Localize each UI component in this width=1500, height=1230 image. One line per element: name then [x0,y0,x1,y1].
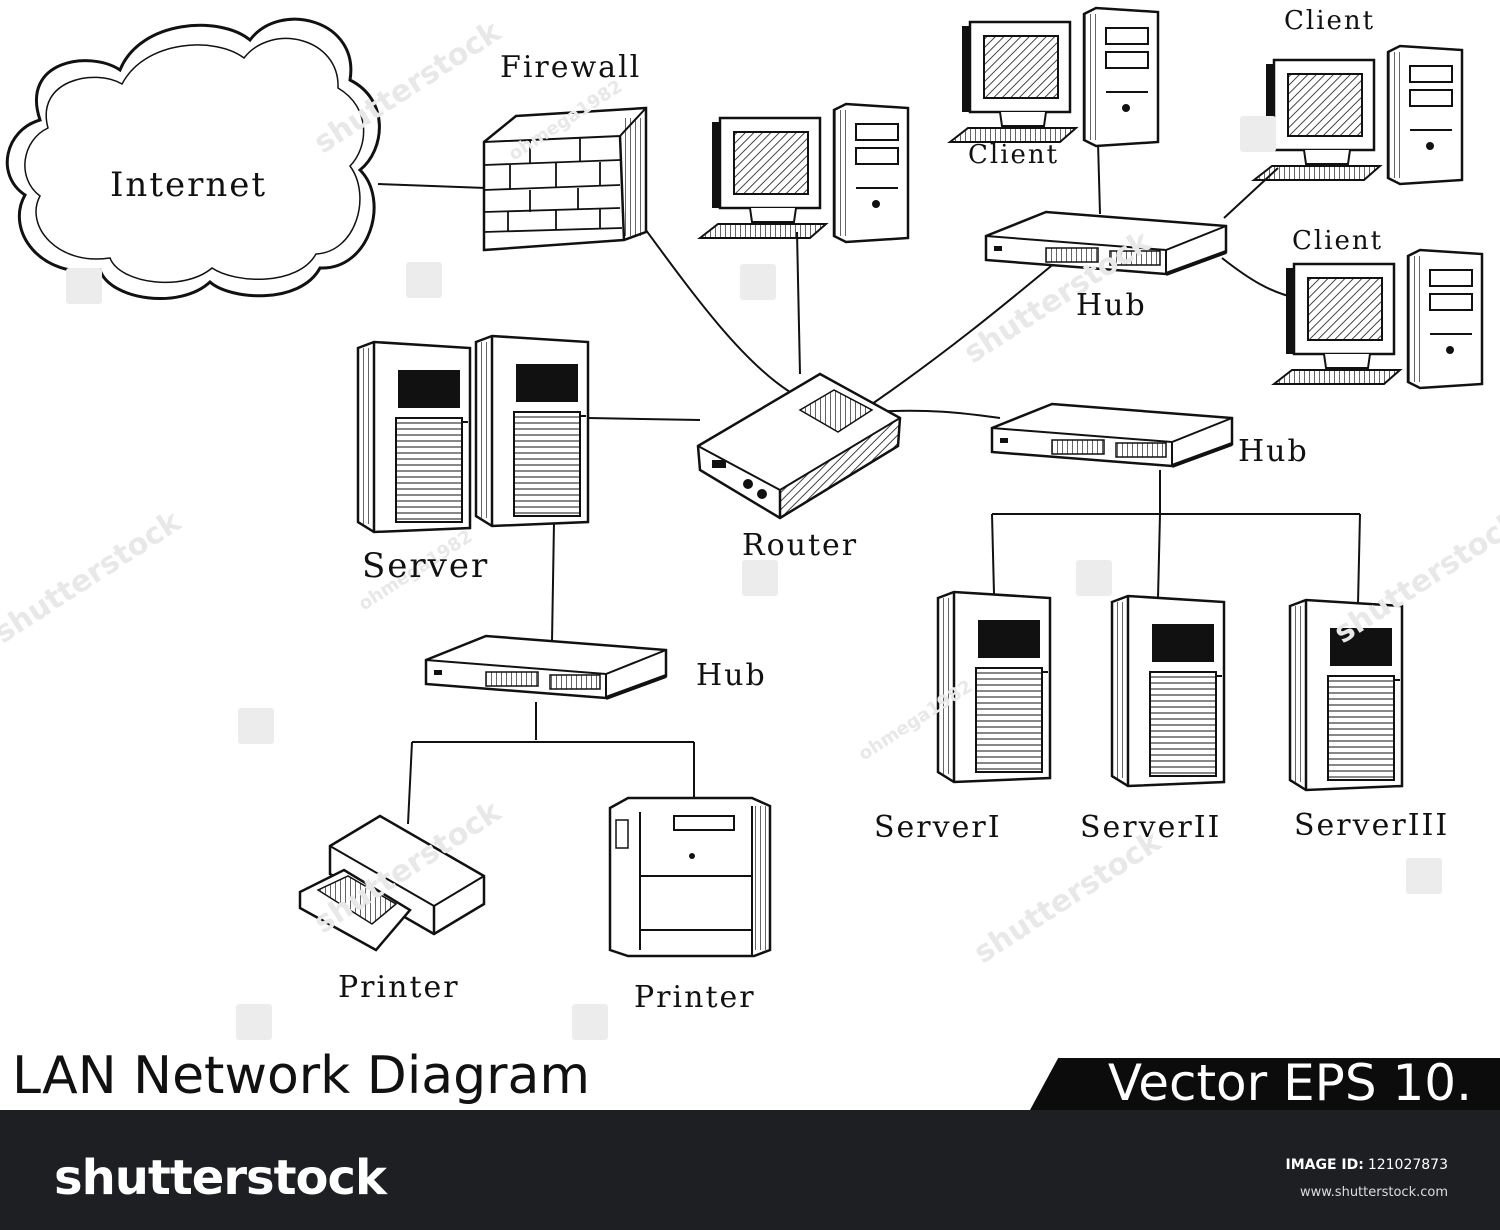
watermark-logo-icon [66,268,102,304]
server-tower-icon [1110,594,1226,788]
connection-lines [377,141,1361,825]
internet-cloud-icon [5,17,381,301]
watermark-logo-icon [1076,560,1112,596]
label-client-1: Client [968,140,1060,170]
laser-printer-icon [608,796,772,958]
diagram-canvas [5,6,1484,958]
watermark-logo-icon [1240,116,1276,152]
brand-logo: shutterstock [54,1150,387,1206]
image-id: IMAGE ID:121027873 [1285,1157,1448,1173]
router-icon [696,372,902,520]
printer-icon [298,814,486,952]
site-url: www.shutterstock.com [1299,1185,1448,1200]
client-computer-icon [948,6,1160,148]
footer-bar: shutterstock IMAGE ID:121027873 www.shut… [0,1110,1500,1230]
label-internet: Internet [110,165,268,205]
label-server: Server [362,546,490,586]
label-router: Router [742,528,859,563]
watermark-logo-icon [1406,858,1442,894]
label-hub-top: Hub [1076,288,1147,323]
label-server-1: ServerI [874,810,1002,845]
hub-icon [990,402,1234,468]
label-server-3: ServerIII [1294,808,1450,843]
diagram-title: LAN Network Diagram [12,1046,591,1106]
watermark-logo-icon [238,708,274,744]
label-printer-1: Printer [338,970,460,1005]
label-printer-2: Printer [634,980,756,1015]
image-id-value: 121027873 [1367,1157,1448,1173]
server-tower-icon [936,590,1052,784]
firewall-icon [482,106,648,252]
client-computer-icon [1252,44,1464,186]
server-tower-icon [474,334,590,528]
image-id-label: IMAGE ID: [1285,1157,1364,1173]
watermark-logo-icon [742,560,778,596]
label-firewall: Firewall [500,50,642,85]
hub-icon [424,634,668,700]
watermark-logo-icon [572,1004,608,1040]
hub-icon [984,210,1228,276]
server-tower-icon [356,340,472,534]
label-hub-mid: Hub [1238,434,1309,469]
label-hub-bottom: Hub [696,658,767,693]
client-computer-icon [698,102,910,244]
server-tower-icon [1288,598,1404,792]
label-client-2: Client [1284,6,1376,36]
format-badge-text: Vector EPS 10. [1107,1054,1472,1112]
watermark-logo-icon [406,262,442,298]
format-badge: Vector EPS 10. [1030,1058,1500,1110]
client-computer-icon [1272,248,1484,390]
label-server-2: ServerII [1080,810,1222,845]
watermark-logo-icon [740,264,776,300]
network-diagram: shutterstock shutterstock shutterstock s… [0,6,1500,1040]
watermark-logo-icon [236,1004,272,1040]
label-client-3: Client [1292,226,1384,256]
